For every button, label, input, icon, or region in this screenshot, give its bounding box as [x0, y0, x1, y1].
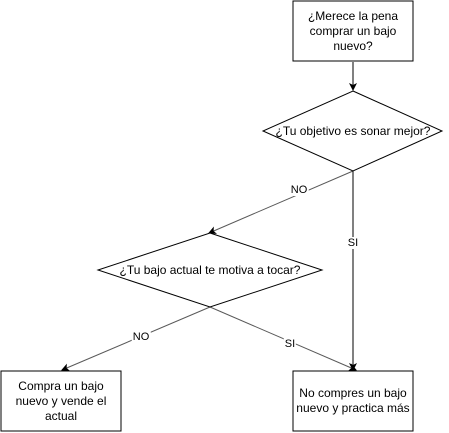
- outcome-practice-box: [292, 370, 414, 432]
- outcome-buy-box: [0, 370, 122, 432]
- decision-motivation-diamond: [96, 232, 324, 308]
- edge-label-goal-no: NO: [289, 184, 309, 196]
- edge-motivation-si-to-practice: [209, 306, 357, 371]
- start-node-box: [292, 0, 414, 62]
- decision-goal-diamond: [261, 90, 444, 172]
- edge-label-motivation-no: NO: [131, 331, 151, 343]
- edge-label-goal-si: SI: [346, 237, 360, 249]
- edge-goal-no-to-motivation: [208, 170, 354, 234]
- edge-label-motivation-si: SI: [283, 338, 297, 350]
